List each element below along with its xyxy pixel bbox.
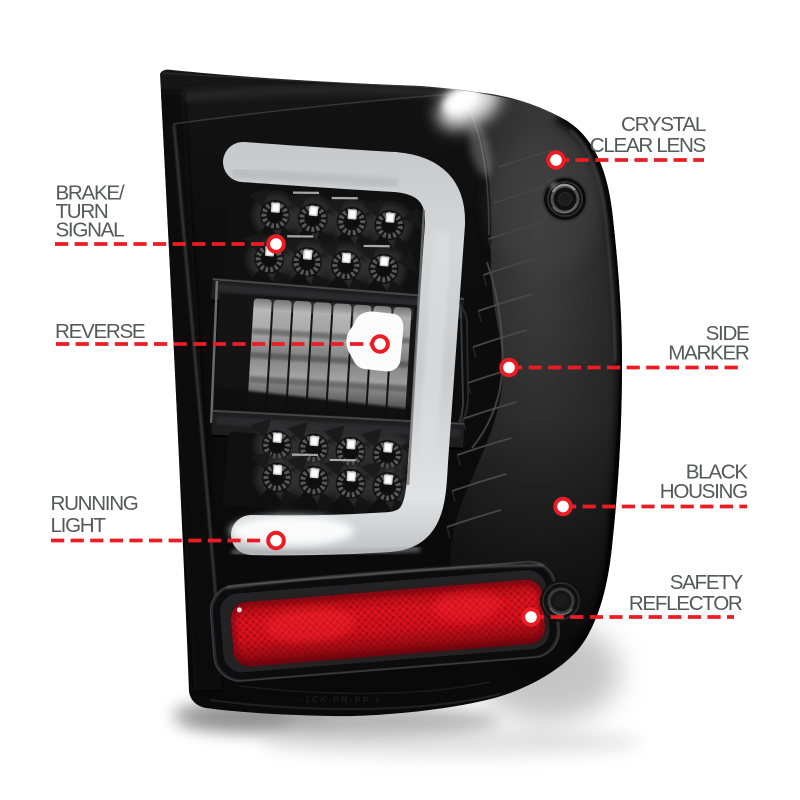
svg-text:SIGNAL: SIGNAL <box>56 218 125 241</box>
svg-text:LIGHT: LIGHT <box>51 514 107 537</box>
svg-text:REFLECTOR: REFLECTOR <box>629 592 742 615</box>
svg-text:SAFETY: SAFETY <box>670 571 744 594</box>
svg-text:HOUSING: HOUSING <box>660 480 747 503</box>
svg-text:MARKER: MARKER <box>668 342 749 365</box>
svg-text:BRAKE/: BRAKE/ <box>56 182 125 205</box>
svg-text:REVERSE: REVERSE <box>55 320 145 343</box>
svg-text:RUNNING: RUNNING <box>51 492 138 515</box>
svg-text:SIDE: SIDE <box>706 322 749 345</box>
svg-text:CRYSTAL: CRYSTAL <box>621 113 706 136</box>
svg-text:-1CK PR-PP +: -1CK PR-PP + <box>300 694 382 705</box>
svg-text:BLACK: BLACK <box>686 461 749 484</box>
svg-text:CLEAR LENS: CLEAR LENS <box>590 134 706 157</box>
svg-text:TURN: TURN <box>56 200 108 223</box>
